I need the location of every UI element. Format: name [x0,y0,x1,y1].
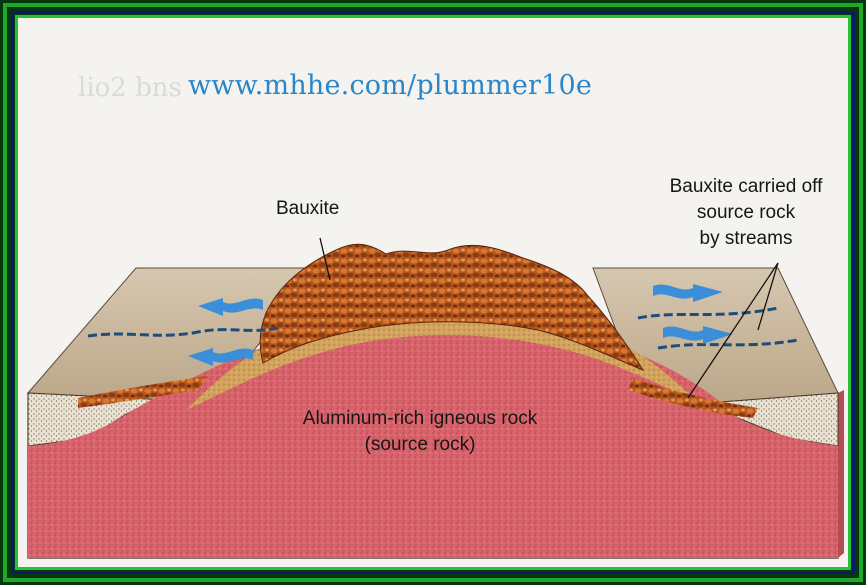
label-igneous-rock-line2: (source rock) [240,434,600,456]
label-bauxite: Bauxite [276,198,339,220]
label-bauxite-carried-line3: by streams [646,228,846,250]
label-igneous-rock-line1: Aluminum-rich igneous rock [240,408,600,430]
label-bauxite-carried-line2: source rock [646,202,846,224]
figure-canvas: lio2 bns [18,18,848,567]
source-url: www.mhhe.com/plummer10e [188,70,592,101]
label-bauxite-carried-line1: Bauxite carried off [646,176,846,198]
